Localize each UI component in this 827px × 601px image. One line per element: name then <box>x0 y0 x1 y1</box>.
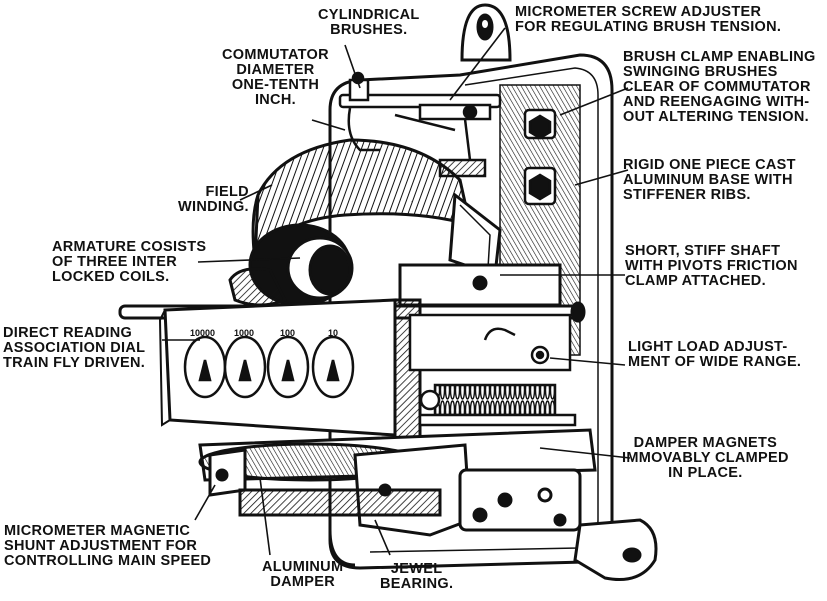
damper-assembly <box>198 428 597 537</box>
bottom-mounting-lug <box>328 518 658 581</box>
light-load-adjustment <box>408 313 577 427</box>
label-micrometer-screw: MICROMETER SCREW ADJUSTER FOR REGULATING… <box>515 4 782 35</box>
field-winding-coil <box>251 138 502 278</box>
label-commutator: COMMUTATOR DIAMETER ONE-TENTH INCH. <box>222 47 329 108</box>
dial-header-100: 100 <box>280 328 296 338</box>
label-rigid-base: RIGID ONE PIECE CAST ALUMINUM BASE WITH … <box>623 157 796 203</box>
armature <box>228 223 354 307</box>
label-micrometer-shunt: MICROMETER MAGNETIC SHUNT ADJUSTMENT FOR… <box>4 523 212 569</box>
label-light-load: LIGHT LOAD ADJUST- MENT OF WIDE RANGE. <box>628 339 802 370</box>
leader-lines <box>162 27 631 556</box>
label-short-shaft: SHORT, STIFF SHAFT WITH PIVOTS FRICTION … <box>625 243 798 289</box>
label-field-winding: FIELD WINDING. <box>178 184 249 215</box>
label-dial-train: DIRECT READING ASSOCIATION DIAL TRAIN FL… <box>3 325 146 371</box>
label-jewel-bearing: JEWEL BEARING. <box>380 561 454 592</box>
label-damper-magnets: DAMPER MAGNETS IMMOVABLY CLAMPED IN PLAC… <box>622 435 789 481</box>
dial-faces <box>183 335 355 399</box>
dial-header-1000: 1000 <box>234 328 255 338</box>
label-cylindrical-brushes: CYLINDRICAL BRUSHES. <box>318 7 420 38</box>
dial-header-10: 10 <box>328 328 339 338</box>
top-mounting-lug <box>460 3 512 62</box>
label-brush-clamp: BRUSH CLAMP ENABLING SWINGING BRUSHES CL… <box>623 49 816 125</box>
label-armature: ARMATURE COSISTS OF THREE INTER LOCKED C… <box>52 239 207 285</box>
brush-assembly <box>338 71 557 206</box>
label-aluminum-damper: ALUMINUM DAMPER <box>262 559 344 590</box>
dial-header-10000: 10000 <box>190 328 216 338</box>
